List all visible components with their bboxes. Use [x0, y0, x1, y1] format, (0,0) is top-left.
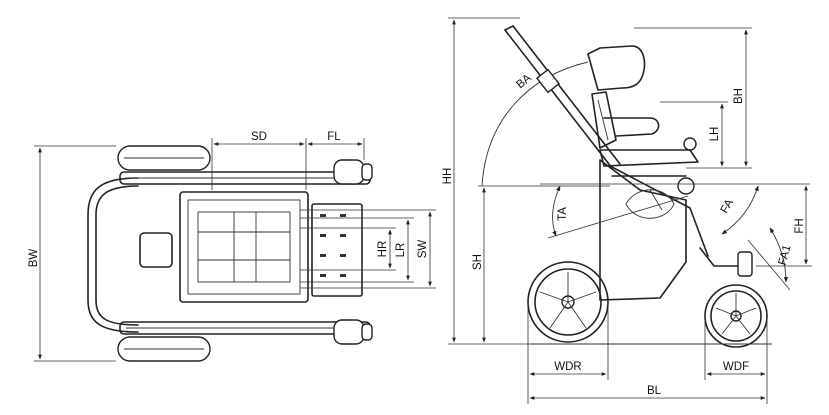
label-fh: FH [794, 218, 806, 233]
side-frame [599, 159, 687, 301]
angle-fa1: FA1 [747, 227, 794, 291]
label-ta: TA [557, 207, 569, 221]
label-bl: BL [647, 385, 662, 397]
angle-ta: TA [540, 183, 689, 239]
armrest [603, 117, 660, 137]
label-sw: SW [417, 240, 429, 259]
side-view: HH SH BA BH LH TA [442, 17, 812, 404]
label-fa1: FA1 [777, 244, 794, 267]
front-caster-right [333, 319, 365, 345]
tilt-knob [677, 177, 695, 195]
tilt-gear [625, 189, 675, 219]
label-bw: BW [28, 249, 40, 268]
seat-shell [179, 191, 309, 303]
dimension-bw: BW [28, 145, 116, 362]
label-hr: HR [377, 241, 389, 258]
dimension-sd: SD [211, 131, 307, 190]
dimension-sh: SH [472, 185, 610, 343]
label-sd: SD [251, 131, 267, 143]
armrest-knob [683, 137, 697, 151]
angle-fa: FA [688, 183, 810, 235]
dimension-hh: HH [442, 17, 530, 345]
dimension-sw: SW [300, 209, 436, 289]
backrest [591, 91, 617, 149]
label-wdr: WDR [554, 361, 581, 373]
rear-wheel-side [527, 261, 609, 343]
seat [599, 149, 699, 167]
label-lh: LH [709, 127, 721, 142]
leg-tube [609, 165, 709, 257]
backrest-angle-arc [481, 61, 589, 187]
headrest [587, 45, 646, 91]
label-bh: BH [733, 88, 745, 104]
push-handle [87, 177, 139, 333]
dimension-hr: HR [300, 227, 396, 271]
dimension-lr: LR [300, 217, 414, 283]
dimension-lh: LH [660, 101, 728, 167]
brake-handle [139, 232, 173, 268]
label-wdf: WDF [723, 361, 749, 373]
dimension-fl: FL [307, 131, 365, 160]
dimension-wdf: WDF [704, 318, 768, 404]
label-fa: FA [719, 197, 737, 215]
label-fl: FL [327, 131, 341, 143]
top-view: BW SD FL HR LR [28, 131, 436, 362]
footplate [311, 203, 363, 297]
dimension-bl: BL [529, 385, 766, 400]
label-hh: HH [442, 168, 454, 185]
front-caster-left [333, 159, 365, 185]
push-bar [504, 29, 613, 169]
front-wheel-side [704, 284, 768, 348]
label-lr: LR [395, 243, 407, 258]
dimension-bh: BH [634, 27, 752, 169]
dimension-wdr: WDR [527, 304, 609, 404]
label-sh: SH [472, 254, 484, 270]
front-fork [699, 247, 749, 267]
